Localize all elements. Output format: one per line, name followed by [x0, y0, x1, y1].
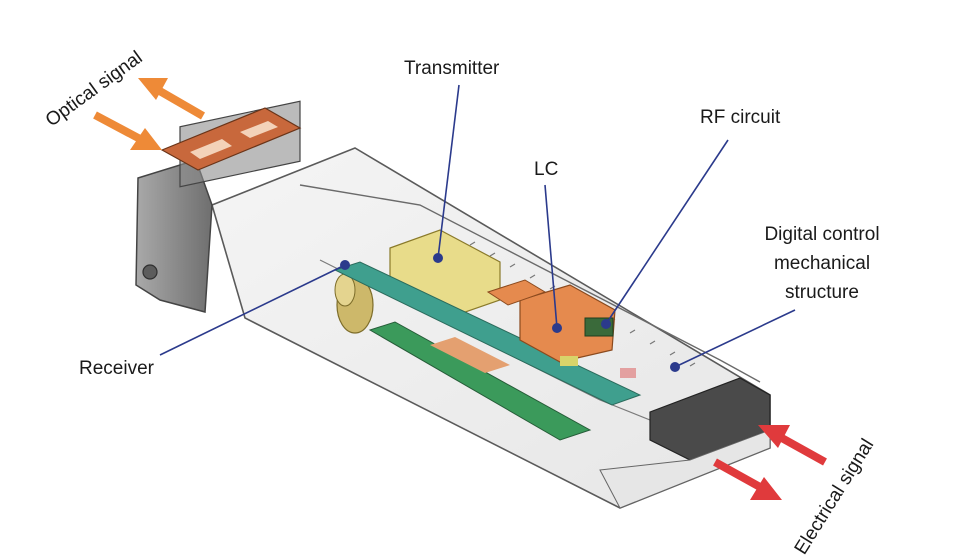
leader-transmitter [433, 84, 460, 263]
latch-cutout-2 [240, 121, 278, 138]
leader-lc [544, 184, 562, 333]
nose-screw [142, 264, 158, 280]
optical-arrow-in [93, 111, 162, 150]
leader-receiver [159, 260, 350, 356]
yellow-chip [560, 356, 578, 366]
pcb-copper [430, 337, 510, 373]
optical-arrow-out [138, 78, 206, 120]
electrical-arrow-in [758, 425, 827, 466]
label-lc: LC [534, 159, 559, 180]
pcb-lower [368, 321, 592, 441]
label-digital-line1: Digital control [764, 224, 880, 245]
pink-chip [620, 368, 636, 378]
leader-digital [670, 309, 796, 372]
housing-top-rail [299, 184, 761, 383]
lc-block [519, 284, 616, 363]
connector-lip [599, 429, 771, 509]
lc-block-small [486, 279, 547, 306]
leader-rf [601, 139, 729, 329]
latch-cutout [190, 139, 232, 159]
electrical-arrow-out [713, 458, 782, 500]
label-digital-line3: structure [785, 282, 859, 303]
label-rf-circuit: RF circuit [700, 107, 781, 128]
label-digital-line2: mechanical [773, 253, 871, 274]
label-digital-control: Digital control mechanical structure [747, 220, 897, 307]
label-receiver: Receiver [79, 358, 154, 379]
pcb-board [333, 261, 642, 406]
label-transmitter: Transmitter [404, 58, 500, 79]
